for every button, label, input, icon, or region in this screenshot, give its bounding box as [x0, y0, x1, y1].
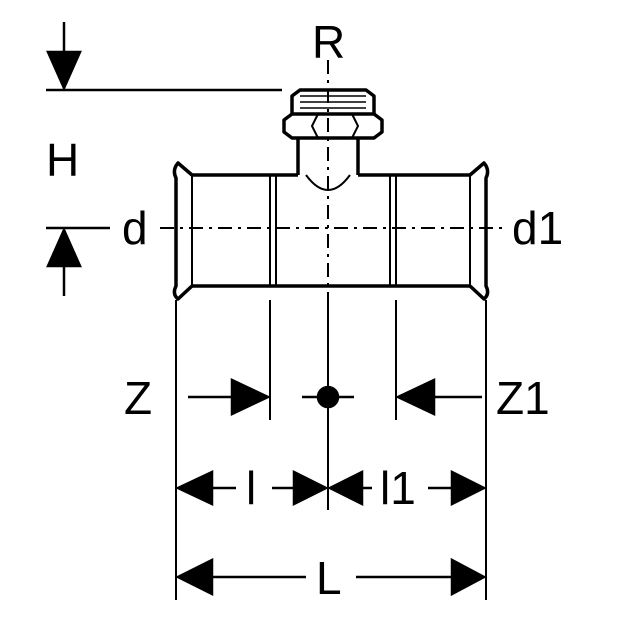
- tee-fitting-body: [172, 88, 490, 301]
- label-d: d: [122, 202, 148, 254]
- label-Z1: Z1: [496, 372, 550, 424]
- L-arrow-left: [175, 557, 214, 597]
- label-R: R: [312, 16, 345, 68]
- h-dimension: [46, 22, 282, 296]
- branch-neck: [296, 138, 360, 175]
- z1-arrow: [395, 378, 436, 416]
- label-d1: d1: [512, 202, 563, 254]
- center-point: [316, 385, 340, 409]
- male-thread: [290, 88, 376, 114]
- label-H: H: [46, 134, 79, 186]
- label-L: L: [316, 552, 342, 604]
- l-dimension: [175, 469, 487, 507]
- center-lines: [160, 60, 505, 300]
- label-Z: Z: [124, 372, 152, 424]
- left-socket-outline: [172, 161, 194, 301]
- hex-nut: [282, 112, 384, 140]
- z-dimension: [188, 378, 482, 416]
- l-arrow-right: [292, 469, 329, 507]
- label-l: l: [246, 462, 256, 514]
- h-arrow-down: [46, 50, 82, 92]
- socket-bands: [191, 175, 471, 286]
- l-arrow-left: [175, 470, 214, 506]
- thread-lines: [300, 95, 366, 109]
- z-arrow: [230, 378, 271, 416]
- right-socket-outline: [468, 161, 490, 301]
- l1-arrow-left: [327, 469, 364, 507]
- label-l1: l1: [380, 462, 416, 514]
- l1-arrow-right: [450, 469, 487, 507]
- hex-nut-faces: [311, 113, 359, 139]
- overall-length-dimension: [175, 557, 487, 597]
- L-arrow-right: [450, 557, 487, 597]
- h-arrow-up: [46, 226, 82, 268]
